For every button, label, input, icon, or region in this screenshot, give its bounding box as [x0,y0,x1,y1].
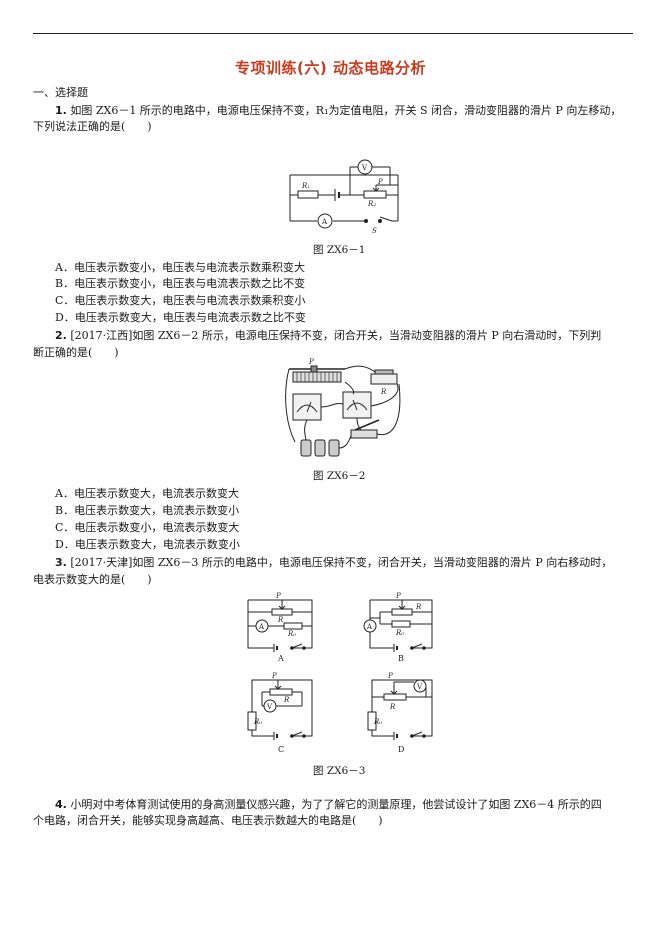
q2-resistor-r-label: R [380,388,387,396]
section-heading: 一、选择题 [33,86,88,99]
circuit-c-label: C [278,745,284,754]
q1-number: 1. [55,104,67,117]
q2-number: 2. [55,329,67,342]
circuit-a-r-label: R [277,616,284,624]
q1-option-d: D．电压表示数变大，电压表与电流表示数之比不变 [55,311,306,324]
circuit-d-meter-symbol: V [416,683,423,691]
q2-stem-line2: 断正确的是( ) [33,346,119,359]
figure-zx6-1: R₁ V P R₂ A S [289,159,399,235]
ammeter-symbol: A [321,218,328,226]
circuit-c-meter-symbol: V [266,703,273,711]
q2-option-c: C．电压表示数变小，电流表示数变大 [55,521,240,534]
q3-number: 3. [55,556,67,569]
circuit-c: P R V R₀ C [247,672,313,754]
voltmeter-symbol: V [361,164,368,172]
circuit-b-p-label: P [395,592,401,600]
circuit-d-p-label: P [387,672,393,680]
q4-stem-line2: 个电路，闭合开关，能够实现身高越高、电压表示数越大的电路是( ) [33,814,383,827]
q1-stem-line2: 下列说法正确的是( ) [33,120,152,133]
q2-stem-line1: 2. [2017·江西]如图 ZX6－2 所示，电源电压保持不变，闭合开关，当滑… [55,329,602,342]
q2-figure-caption: 图 ZX6－2 [313,470,366,482]
circuit-c-p-label: P [271,672,277,680]
q3-stem-line2: 电表示数变大的是( ) [33,573,152,586]
circuit-d-label: D [398,745,404,754]
r2-label: R₂ [367,200,376,208]
circuit-b: P R A R₀ B [363,592,433,663]
switch-label: S [372,227,377,235]
circuit-d-r-label: R [389,703,396,711]
circuit-b-r0-label: R₀ [395,629,404,637]
circuit-a-p-label: P [275,592,281,600]
circuit-a: P R A R₀ A [247,592,313,663]
q2-slider-p-label: P [308,358,314,366]
figure-zx6-2: P R [285,358,401,457]
q1-option-c: C．电压表示数变大，电压表与电流表示数乘积变小 [55,294,306,307]
q4-number: 4. [55,798,67,811]
q4-stem-line1: 4. 小明对中考体育测试使用的身高测量仪感兴趣，为了了解它的测量原理，他尝试设计… [55,798,602,811]
q2-option-d: D．电压表示数变大，电流表示数变小 [55,538,240,551]
circuit-c-r-label: R [283,696,290,704]
q3-figure-caption: 图 ZX6－3 [313,765,366,777]
q1-option-b: B．电压表示数变小，电压表与电流表示数之比不变 [55,277,306,290]
q2-option-b: B．电压表示数变大，电流表示数变小 [55,504,240,517]
circuit-b-r-label: R [415,603,422,611]
circuit-c-r0-label: R₀ [253,718,262,726]
q1-stem-line1: 1. 如图 ZX6－1 所示的电路中，电源电压保持不变，R₁为定值电阻，开关 S… [55,104,622,117]
slider-p-label: P [377,178,383,186]
circuit-a-label: A [277,654,284,663]
page-title: 专项训练(六) 动态电路分析 [235,59,426,77]
top-rule [33,33,633,34]
circuit-d: P R V R₀ D [367,672,433,754]
q1-option-a: A．电压表示数变小，电压表与电流表示数乘积变大 [55,261,305,274]
circuit-a-r0-label: R₀ [287,630,296,638]
circuit-b-meter-symbol: A [366,623,373,631]
q1-figure-caption: 图 ZX6－1 [313,244,366,256]
circuit-b-label: B [398,654,404,663]
q3-stem-line1: 3. [2017·天津]如图 ZX6－3 所示的电路中，电源电压保持不变，闭合开… [55,556,613,569]
circuit-d-r0-label: R₀ [373,718,382,726]
r1-label: R₁ [301,182,310,190]
q2-option-a: A．电压表示数变大，电流表示数变大 [55,487,239,500]
circuit-a-meter-symbol: A [258,623,265,631]
